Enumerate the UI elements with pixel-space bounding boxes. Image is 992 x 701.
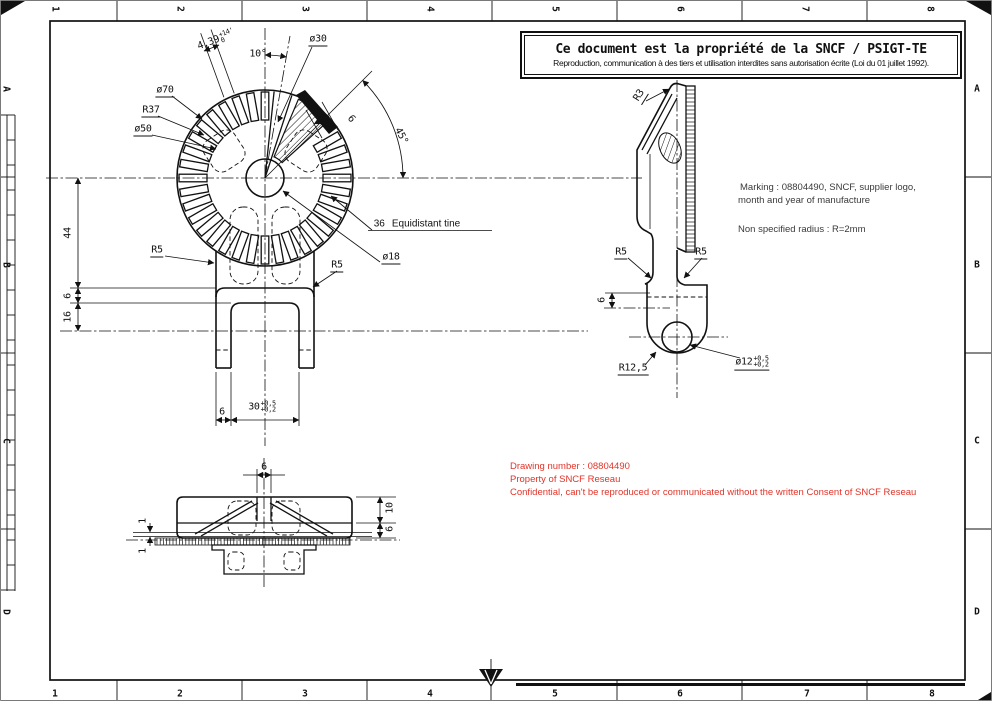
dim-d70: ø70 bbox=[155, 84, 175, 98]
title-block-inner: Ce document est la propriété de la SNCF … bbox=[524, 35, 958, 75]
dim-10deg: 10° bbox=[249, 48, 267, 60]
zone-right-a: A bbox=[974, 83, 980, 95]
dim-r12-5: R12,5 bbox=[617, 362, 649, 376]
zone-bottom-4: 4 bbox=[427, 688, 433, 700]
dim-30-tolerance: +0,5 +0,2 bbox=[260, 399, 276, 414]
corner-mark-top-left bbox=[1, 1, 25, 15]
dim-10-bv: 10 bbox=[384, 502, 396, 514]
front-view bbox=[46, 28, 642, 446]
dim-d50: ø50 bbox=[133, 123, 153, 137]
zone-bottom-1: 1 bbox=[52, 688, 58, 700]
dim-30: 30 +0,5 +0,2 bbox=[248, 399, 276, 414]
centering-mark-bottom bbox=[479, 659, 965, 700]
hatched-section-blob bbox=[658, 132, 682, 164]
zone-top-5: 5 bbox=[549, 6, 561, 12]
dim-d12-tolerance: +0,5 +0,2 bbox=[753, 354, 769, 369]
zone-bottom-7: 7 bbox=[804, 688, 810, 700]
zone-left-d: D bbox=[0, 609, 12, 615]
zone-bottom-2: 2 bbox=[177, 688, 183, 700]
tine-slots bbox=[178, 91, 352, 265]
tine-text: Equidistant tine bbox=[391, 218, 461, 230]
zone-top-4: 4 bbox=[424, 6, 436, 12]
zone-top-6: 6 bbox=[674, 6, 686, 12]
zone-bottom-8: 8 bbox=[929, 688, 935, 700]
dim-1-lower: 1 bbox=[137, 548, 149, 554]
serration-band bbox=[156, 538, 350, 545]
zone-bottom-6: 6 bbox=[677, 688, 683, 700]
note-equidistant-tine: 36 Equidistant tine bbox=[374, 219, 461, 230]
side-view bbox=[604, 80, 741, 398]
dim-30-value: 30 bbox=[248, 401, 260, 413]
tine-count: 36 bbox=[373, 218, 385, 230]
zone-left-c: C bbox=[0, 438, 12, 444]
zone-top-3: 3 bbox=[299, 6, 311, 12]
dim-6-left: 6 bbox=[62, 293, 74, 299]
confidential-line1: Drawing number : 08804490 bbox=[510, 461, 630, 472]
zone-left-b: B bbox=[0, 262, 12, 268]
zone-top-2: 2 bbox=[174, 6, 186, 12]
corner-mark-top-right bbox=[966, 1, 991, 15]
zone-top-1: 1 bbox=[49, 6, 61, 12]
dim-16: 16 bbox=[62, 311, 74, 323]
dim-d12-value: ø12 bbox=[735, 356, 753, 368]
dim-r5-left: R5 bbox=[150, 244, 164, 258]
dim-r37: R37 bbox=[141, 104, 161, 118]
title-block-title: Ce document est la propriété de la SNCF … bbox=[555, 42, 927, 57]
bottom-view bbox=[126, 458, 400, 588]
note-radius: Non specified radius : R=2mm bbox=[738, 224, 866, 235]
dim-r5-side-left: R5 bbox=[614, 246, 628, 260]
zone-top-7: 7 bbox=[799, 6, 811, 12]
dim-6-top-bv: 6 bbox=[261, 461, 267, 473]
zone-top-8: 8 bbox=[924, 6, 936, 12]
confidential-line3: Confidential, can't be reproduced or com… bbox=[510, 487, 917, 498]
confidential-line2: Property of SNCF Reseau bbox=[510, 474, 621, 485]
note-marking-line1: Marking : 08804490, SNCF, supplier logo, bbox=[740, 182, 916, 193]
zone-right-d: D bbox=[974, 606, 980, 618]
zone-bottom-5: 5 bbox=[552, 688, 558, 700]
tine-strip-teeth bbox=[686, 89, 695, 251]
dim-r5-right: R5 bbox=[330, 259, 344, 273]
dim-1-upper: 1 bbox=[137, 518, 149, 524]
dim-d18: ø18 bbox=[381, 251, 401, 265]
zone-right-b: B bbox=[974, 259, 980, 271]
note-marking-line2: month and year of manufacture bbox=[738, 195, 871, 206]
dim-d12: ø12 +0,5 +0,2 bbox=[734, 354, 770, 371]
corner-mark-bottom-right bbox=[978, 692, 991, 700]
dim-6-bottom: 6 bbox=[219, 406, 225, 418]
zone-bottom-3: 3 bbox=[302, 688, 308, 700]
dim-6-side: 6 bbox=[596, 297, 608, 303]
dim-6-right-bv: 6 bbox=[384, 526, 396, 532]
dim-44: 44 bbox=[62, 227, 74, 239]
title-block-subtitle: Reproduction, communication à des tiers … bbox=[553, 58, 929, 68]
zone-left-a: A bbox=[0, 86, 12, 92]
dim-r5-side-right: R5 bbox=[694, 246, 708, 260]
dim-d30: ø30 bbox=[308, 33, 328, 47]
title-block: Ce document est la propriété de la SNCF … bbox=[520, 31, 962, 79]
zone-right-c: C bbox=[974, 435, 980, 447]
